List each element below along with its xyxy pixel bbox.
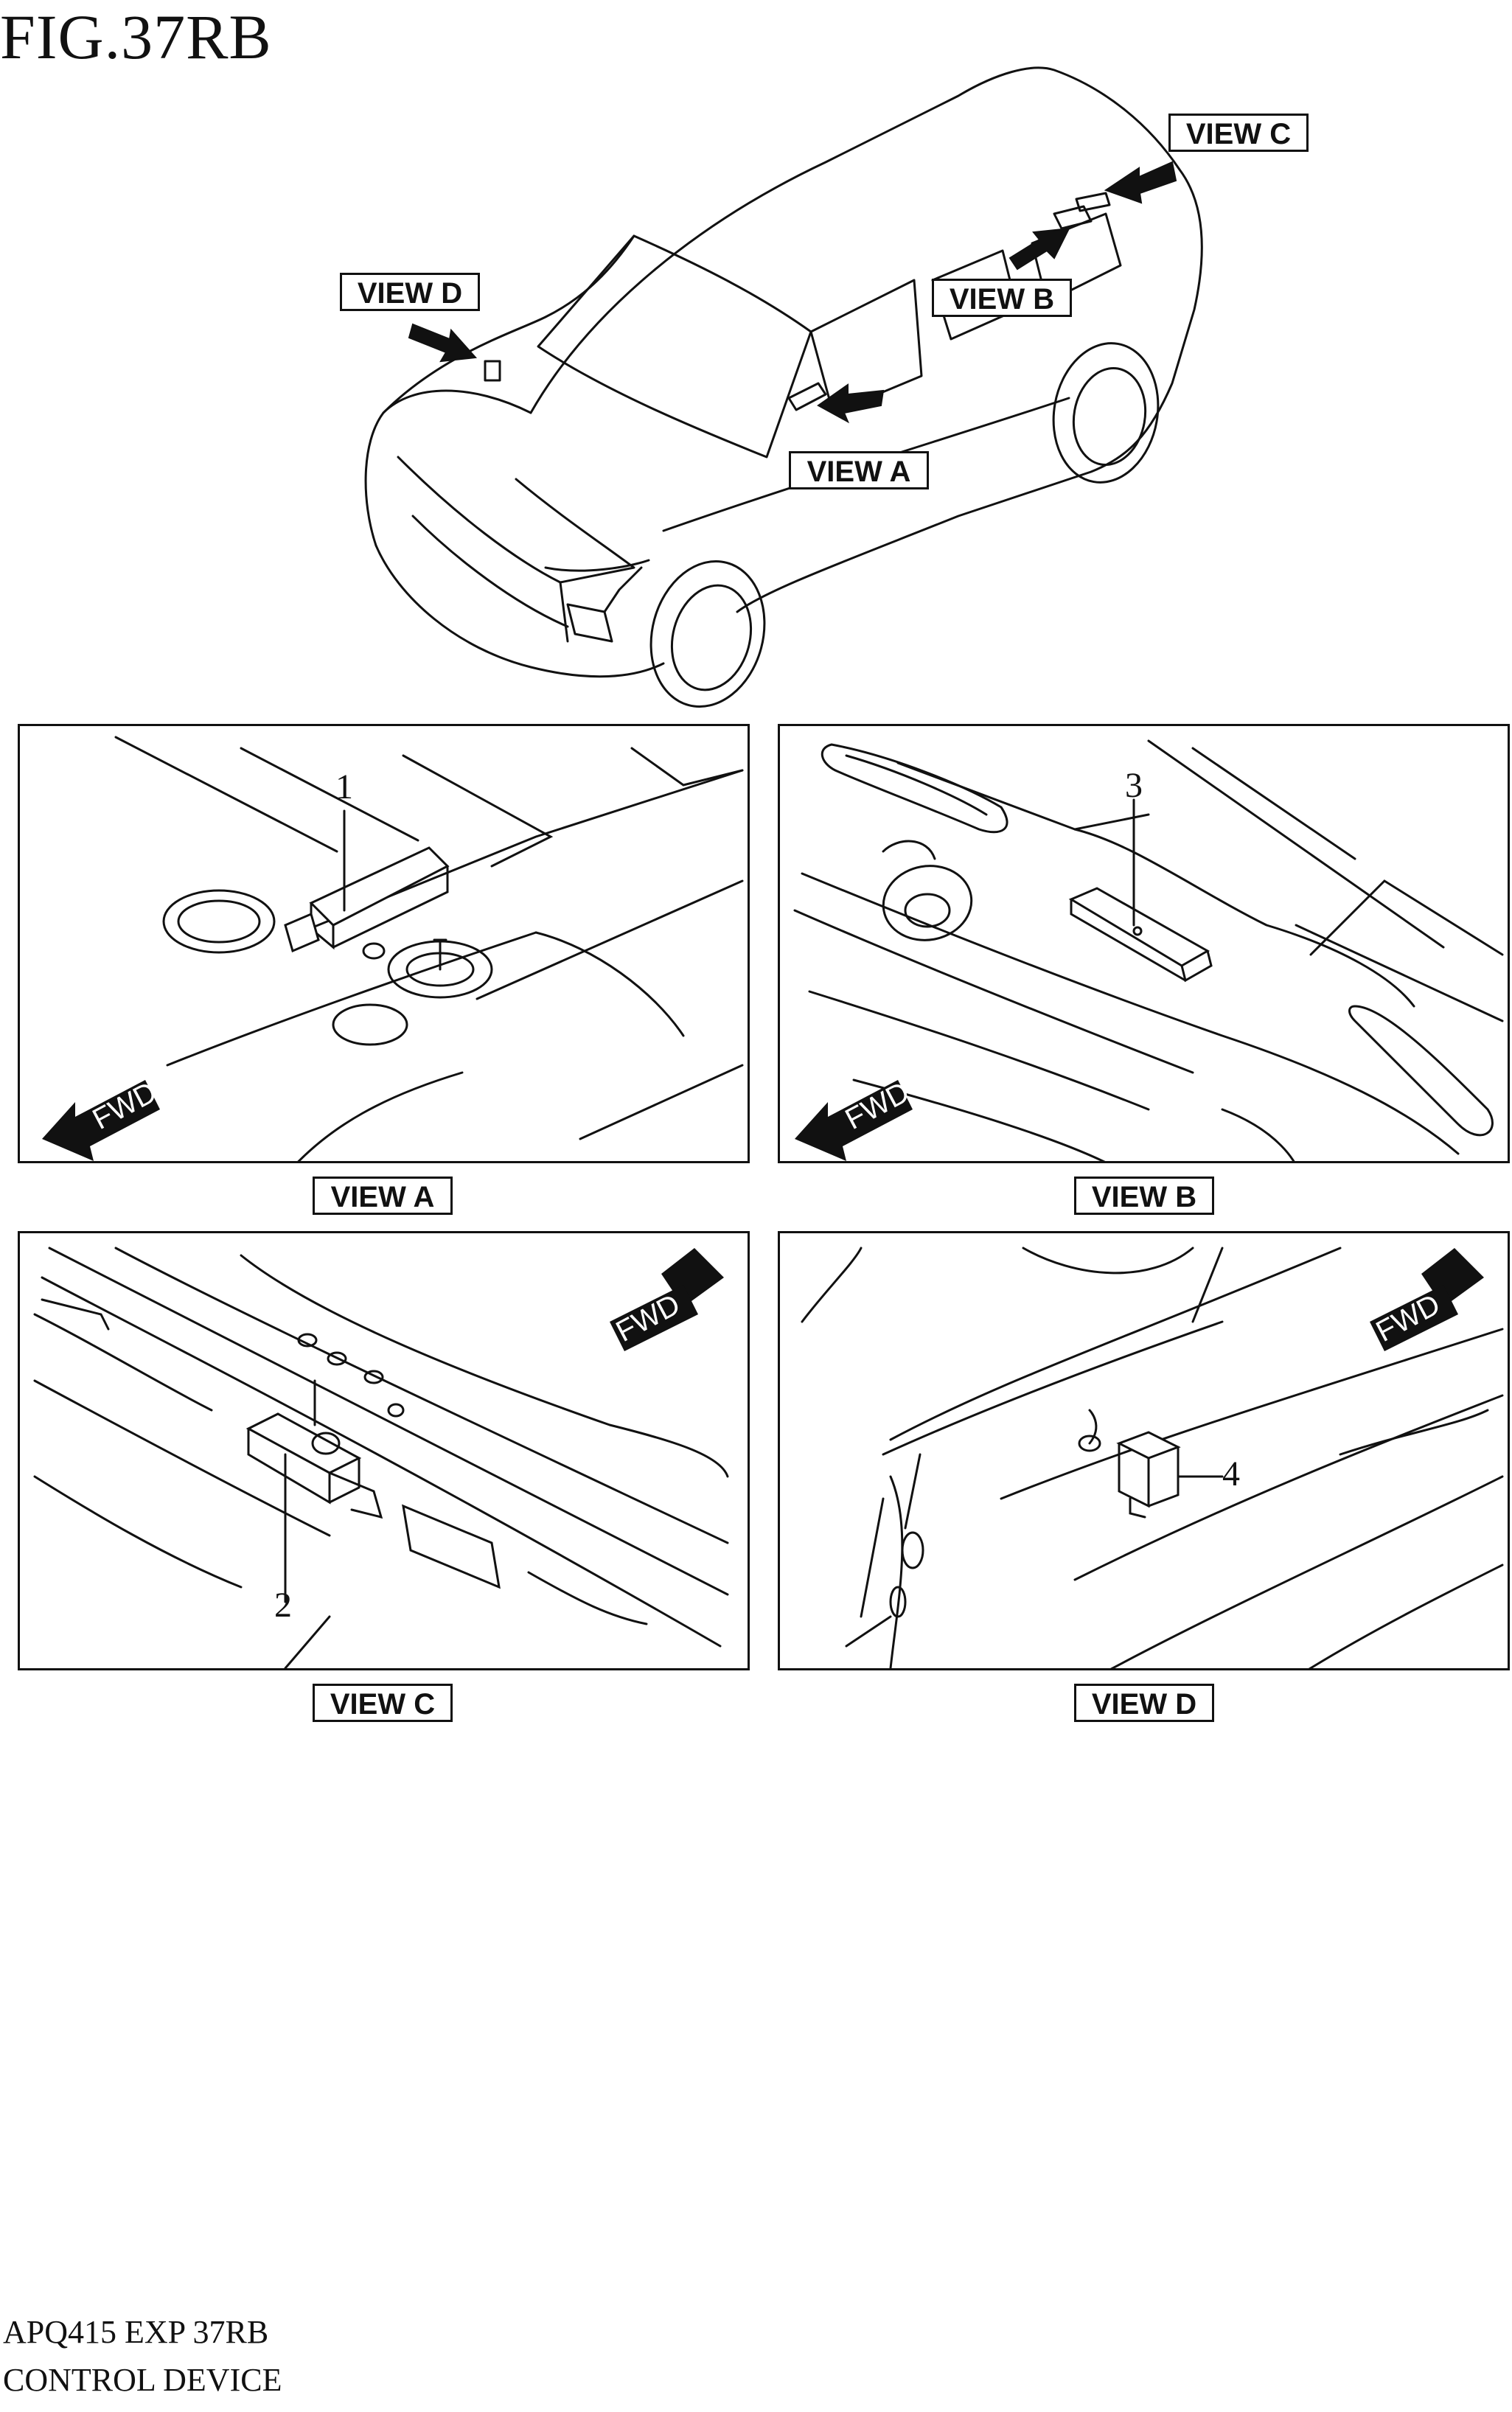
view-b-drawing: FWD — [793, 739, 1504, 1161]
footer-code: APQ415 EXP 37RB — [3, 2314, 269, 2350]
callout-3: 3 — [1125, 766, 1143, 805]
overview-label-view-d: VIEW D — [340, 273, 480, 311]
view-d-drawing: FWD — [801, 1247, 1504, 1668]
view-c-drawing: FWD — [33, 1247, 729, 1668]
panel-caption-view-c: VIEW C — [313, 1684, 453, 1722]
overview-label-view-a: VIEW A — [789, 451, 929, 489]
overview-label-view-b: VIEW B — [932, 279, 1072, 317]
panel-view-b: FWD 3 — [778, 724, 1510, 1163]
footer-name: CONTROL DEVICE — [3, 2362, 282, 2398]
panel-view-c: FWD 2 — [18, 1231, 750, 1670]
callout-4: 4 — [1222, 1454, 1240, 1493]
vehicle-overview-drawing — [364, 66, 1203, 708]
panel-caption-view-b: VIEW B — [1074, 1177, 1214, 1215]
callout-2: 2 — [274, 1586, 292, 1625]
figure-title: FIG.37RB — [0, 1, 272, 72]
panel-caption-view-a: VIEW A — [313, 1177, 453, 1215]
view-a-drawing: FWD — [42, 736, 744, 1161]
panel-view-d: FWD 4 — [778, 1231, 1510, 1670]
panel-view-a: FWD 1 — [18, 724, 750, 1163]
callout-1: 1 — [335, 767, 353, 806]
panel-caption-view-d: VIEW D — [1074, 1684, 1214, 1722]
overview-label-view-c: VIEW C — [1168, 114, 1309, 152]
